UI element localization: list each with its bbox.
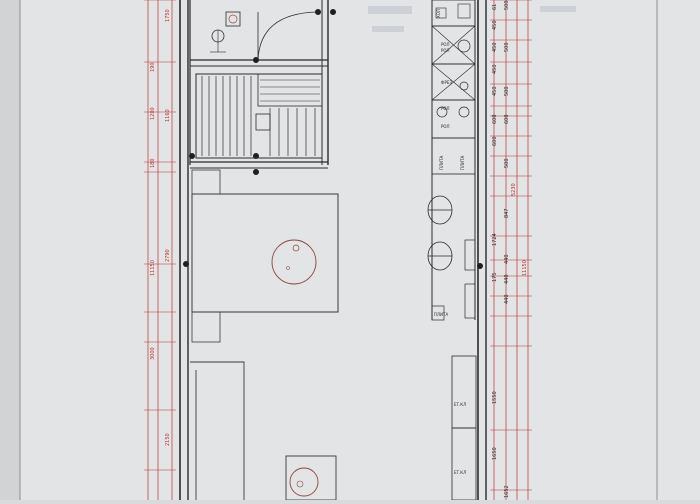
- equip-label-5: РОЛ: [441, 124, 450, 129]
- dim-right-inner-1: 61: [492, 4, 498, 10]
- right-dimension-lines: [493, 0, 529, 500]
- washbasin-fixture: [210, 11, 241, 53]
- left-dimension-lines: [147, 0, 173, 500]
- dim-left-outer-1: 11150: [150, 260, 156, 276]
- bar-stools: [427, 195, 453, 271]
- left-inner-dimension-texts: 1750 190 1200 1160 180 2790: [150, 9, 171, 262]
- dim-right-inner-5: 450: [492, 86, 498, 96]
- dim-left-inner-4: 1160: [165, 109, 171, 122]
- dim-left-outer-3: 2150: [165, 433, 171, 446]
- right-inner-dimension-texts: 61 450 450 450 450 600 600 600 500 500 5…: [492, 0, 510, 498]
- paper-bleed-marks: [368, 6, 576, 32]
- dim-right-inner-18: 175: [492, 272, 498, 282]
- dim-right-outer-1: 11150: [522, 260, 528, 276]
- equipment-labels: ХОЛ РОЛ РОЛ РОЛ РОЛ ФРЕЗ ПЛИТА ПЛИТА ПЛИ…: [434, 9, 466, 475]
- paper-shade-left: [0, 0, 20, 500]
- sauna-heater: [255, 113, 271, 131]
- dim-left-outer-2: 3000: [150, 347, 156, 360]
- equip-label-10: ЕТ.КЛ: [454, 402, 466, 407]
- dim-right-inner-8: 600: [504, 114, 510, 124]
- dim-right-inner-2: 450: [492, 20, 498, 30]
- dim-right-inner-7: 600: [492, 136, 498, 146]
- sauna-bench-slats: [195, 73, 323, 159]
- exterior-walls: [179, 0, 487, 500]
- dim-right-inner-20: 1650: [492, 447, 498, 460]
- dim-left-inner-1: 1750: [165, 9, 171, 22]
- dim-right-inner-19: 1550: [492, 391, 498, 404]
- equip-label-4: РОЛ: [441, 106, 450, 111]
- dim-left-inner-5: 180: [150, 158, 156, 168]
- equip-label-8: ПЛИТА: [460, 156, 465, 170]
- equip-label-1: ХОЛ: [436, 9, 441, 18]
- dim-right-inner-15: 440: [504, 254, 510, 264]
- dim-right-inner-13: 847: [504, 208, 510, 218]
- dim-right-inner-14: 1724: [492, 233, 498, 246]
- equip-label-9: ПЛИТА: [434, 312, 448, 317]
- dim-right-inner-11: 500: [504, 86, 510, 96]
- right-dimension-ticks: [490, 0, 532, 491]
- equip-label-7: ПЛИТА: [439, 156, 444, 170]
- dim-right-outer-2: 5230: [511, 183, 517, 196]
- dim-right-inner-21: 1652: [504, 485, 510, 498]
- dim-left-inner-6: 2790: [165, 249, 171, 262]
- dim-left-inner-3: 1200: [150, 107, 156, 120]
- equip-label-6: ФРЕЗ: [441, 80, 452, 85]
- dim-right-inner-3: 450: [492, 42, 498, 52]
- right-outer-dimension-texts: 11150 5230: [511, 183, 528, 276]
- dim-left-inner-2: 190: [150, 62, 156, 72]
- dim-right-inner-4: 450: [492, 64, 498, 74]
- equip-label-2: РОЛ: [441, 42, 450, 47]
- equip-label-11: ЕТ.КЛ: [454, 470, 466, 475]
- kitchen-island: [191, 169, 339, 343]
- left-dimension-ticks: [144, 0, 176, 471]
- left-outer-dimension-texts: 11150 3000 2150: [150, 260, 171, 446]
- dim-right-inner-12: 500: [504, 158, 510, 168]
- dim-right-inner-17: 440: [504, 294, 510, 304]
- equip-label-3: РОЛ: [441, 48, 450, 53]
- dim-right-inner-9: 500: [504, 0, 510, 10]
- dim-right-inner-10: 500: [504, 42, 510, 52]
- dim-right-inner-16: 440: [504, 274, 510, 284]
- dim-right-inner-6: 600: [492, 114, 498, 124]
